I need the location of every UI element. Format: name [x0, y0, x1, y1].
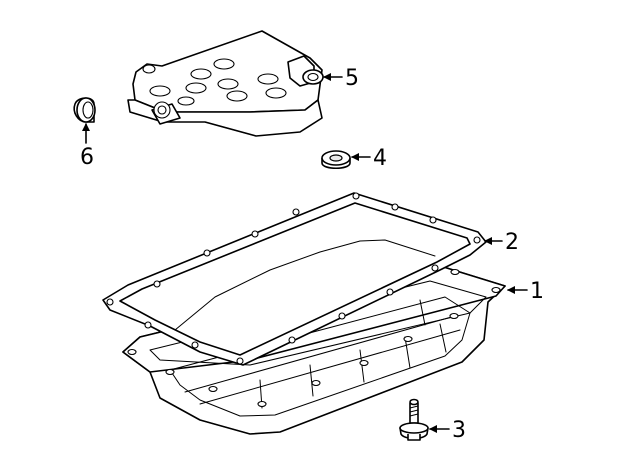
- callout-3: 3: [452, 418, 466, 443]
- callout-4: 4: [373, 146, 387, 171]
- pan-bolt: [399, 398, 429, 441]
- callout-5: 5: [345, 66, 359, 91]
- seal: [321, 150, 351, 170]
- callout-6: 6: [80, 145, 94, 170]
- callout-1: 1: [530, 279, 544, 304]
- callout-arrows: [82, 73, 528, 433]
- filter-seal: [73, 97, 96, 123]
- transmission-filter: [127, 30, 323, 137]
- callout-labels: 1 2 3 4 5 6: [80, 66, 544, 443]
- callout-2: 2: [505, 230, 519, 255]
- pan-gasket: [102, 192, 487, 366]
- filter-o-ring: [302, 69, 324, 85]
